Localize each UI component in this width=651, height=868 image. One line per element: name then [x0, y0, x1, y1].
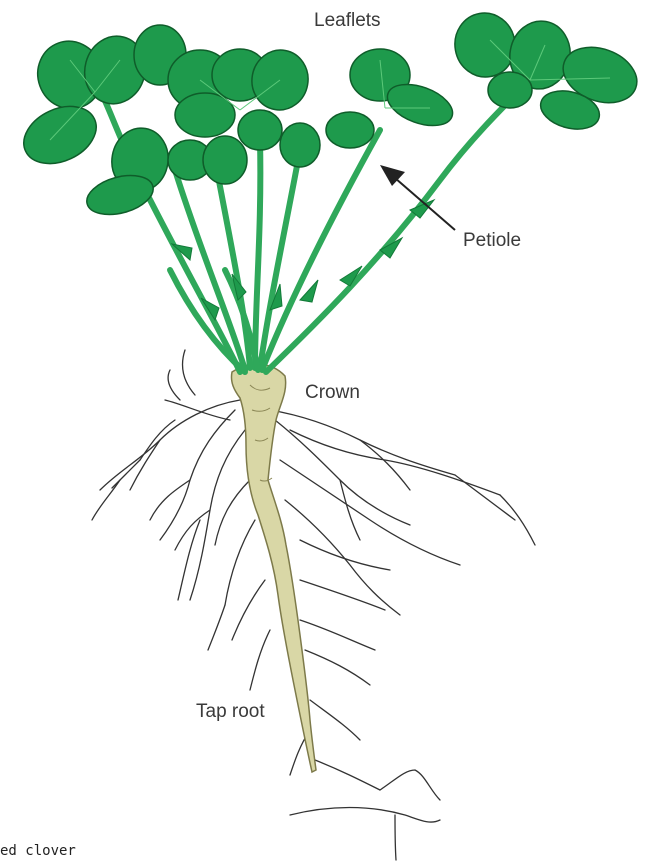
fine-roots	[92, 350, 535, 860]
crown-label: Crown	[305, 382, 360, 404]
tap-root-label: Tap root	[196, 701, 265, 723]
petioles	[100, 80, 530, 372]
figure-caption: ed clover	[0, 843, 76, 859]
leaflets-label: Leaflets	[314, 10, 381, 32]
stipules	[172, 200, 434, 320]
petiole-label: Petiole	[463, 230, 521, 252]
